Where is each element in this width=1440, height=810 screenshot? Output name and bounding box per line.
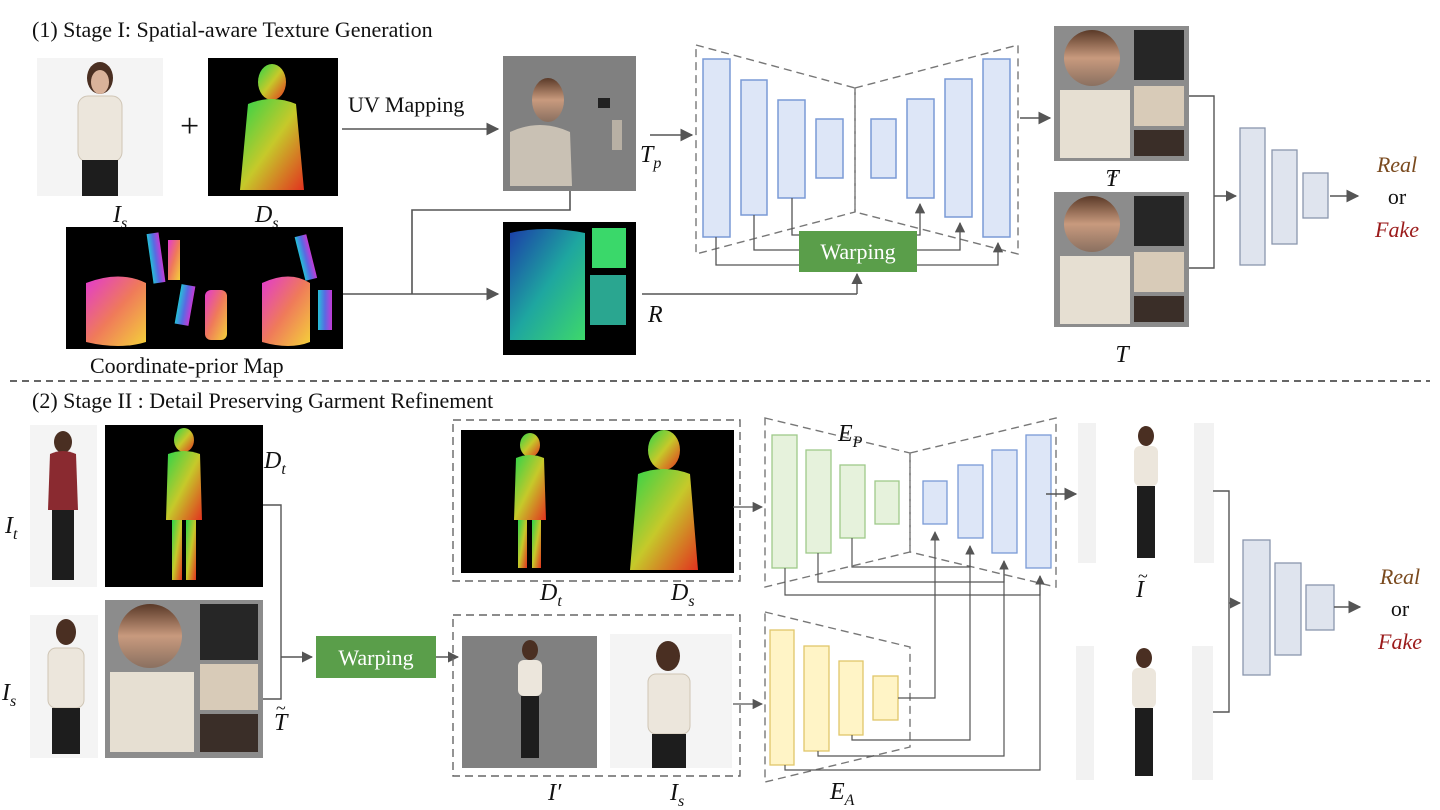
coordinate-map-r: [503, 222, 636, 355]
label-dt-stage2: Dt: [539, 580, 562, 610]
stage1-or-label: or: [1388, 184, 1407, 209]
label-t-tilde: T: [1105, 166, 1120, 192]
stage1-warping-block: [799, 231, 917, 272]
densepose-group-box: [452, 419, 741, 582]
stage2-title: (2) Stage II : Detail Preserving Garment…: [32, 388, 493, 413]
coordinate-prior-map: [66, 227, 343, 349]
label-t: T: [1115, 342, 1130, 368]
image-group-box: [452, 614, 741, 777]
source-image-is-stage2-box: [610, 634, 732, 768]
label-is-stage2-box: Is: [669, 780, 684, 810]
label-is: Is: [112, 202, 127, 232]
stage2-warping-label: Warping: [338, 645, 413, 670]
stage2-warping-block: [316, 636, 436, 678]
ground-truth-texture-t: [1054, 192, 1189, 327]
appearance-encoder-ea: [764, 611, 911, 783]
label-is-stage2: Is: [1, 680, 16, 710]
label-ea: EA: [829, 779, 855, 809]
plus-sign: +: [180, 108, 199, 145]
stage1-unet: [695, 44, 1019, 255]
densepose-dt: [105, 425, 263, 587]
uv-mapping-label: UV Mapping: [348, 92, 464, 117]
generated-texture-t-tilde-stage2: [105, 600, 263, 758]
tilde-mark-1: ~: [1108, 166, 1118, 186]
label-ds-stage2: Ds: [670, 580, 695, 610]
warped-image-i-prime: [462, 636, 597, 768]
stage2-discriminator: [1242, 539, 1335, 676]
target-image-it: [30, 425, 97, 587]
label-dt: Dt: [263, 448, 286, 478]
label-t-tilde-stage2: T: [274, 710, 289, 736]
partial-texture-tp: [503, 56, 636, 191]
tilde-mark-3: ~: [1138, 566, 1148, 586]
stage2-real-label: Real: [1379, 564, 1420, 589]
label-i-tilde: I: [1135, 577, 1145, 603]
label-ep: EP: [837, 421, 863, 451]
stage2-decoder: [909, 417, 1057, 588]
stage1-title: (1) Stage I: Spatial-aware Texture Gener…: [32, 17, 433, 42]
real-image-it: [1076, 646, 1213, 780]
source-image-is: [37, 58, 163, 196]
label-ds: Ds: [254, 202, 279, 232]
source-image-is-stage2: [30, 615, 98, 758]
stage2-fake-label: Fake: [1377, 629, 1422, 654]
stage1-discriminator: [1239, 127, 1329, 266]
stage1-real-label: Real: [1376, 152, 1417, 177]
stage2-or-label: or: [1391, 596, 1410, 621]
densepose-ds: [208, 58, 338, 196]
label-tp: Tp: [640, 142, 661, 172]
tilde-mark-2: ~: [276, 698, 286, 718]
label-i-prime: I′: [547, 780, 562, 806]
generated-image-i-tilde: [1078, 423, 1214, 563]
stage1-fake-label: Fake: [1374, 217, 1419, 242]
coord-map-label: Coordinate-prior Map: [90, 353, 284, 378]
label-r: R: [647, 302, 663, 328]
generated-texture-t-tilde: [1054, 26, 1189, 161]
stage1-warping-label: Warping: [820, 239, 895, 264]
label-it: It: [4, 513, 18, 543]
densepose-dt-ds-pair: [461, 430, 734, 573]
